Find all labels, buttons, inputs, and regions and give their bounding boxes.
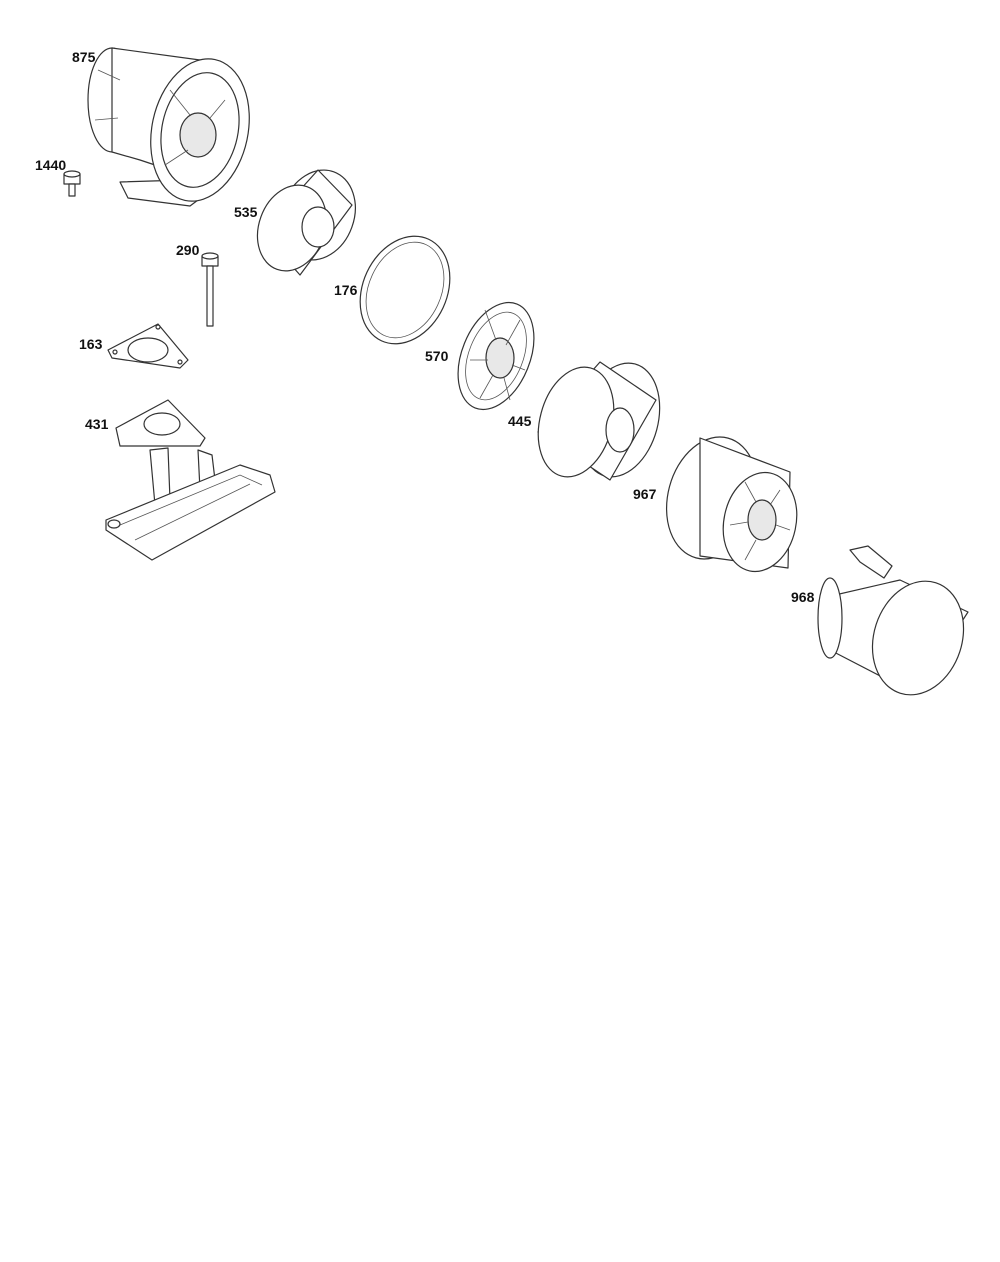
callout-176[interactable]: 176 [334,282,358,298]
callout-431[interactable]: 431 [85,416,109,432]
callout-570[interactable]: 570 [425,348,449,364]
callout-445[interactable]: 445 [508,413,532,429]
callout-968[interactable]: 968 [791,589,815,605]
callout-535[interactable]: 535 [234,204,258,220]
callout-290[interactable]: 290 [176,242,200,258]
callout-1440[interactable]: 1440 [35,157,67,173]
callout-875[interactable]: 875 [72,49,96,65]
callout-163[interactable]: 163 [79,336,103,352]
callout-967[interactable]: 967 [633,486,657,502]
